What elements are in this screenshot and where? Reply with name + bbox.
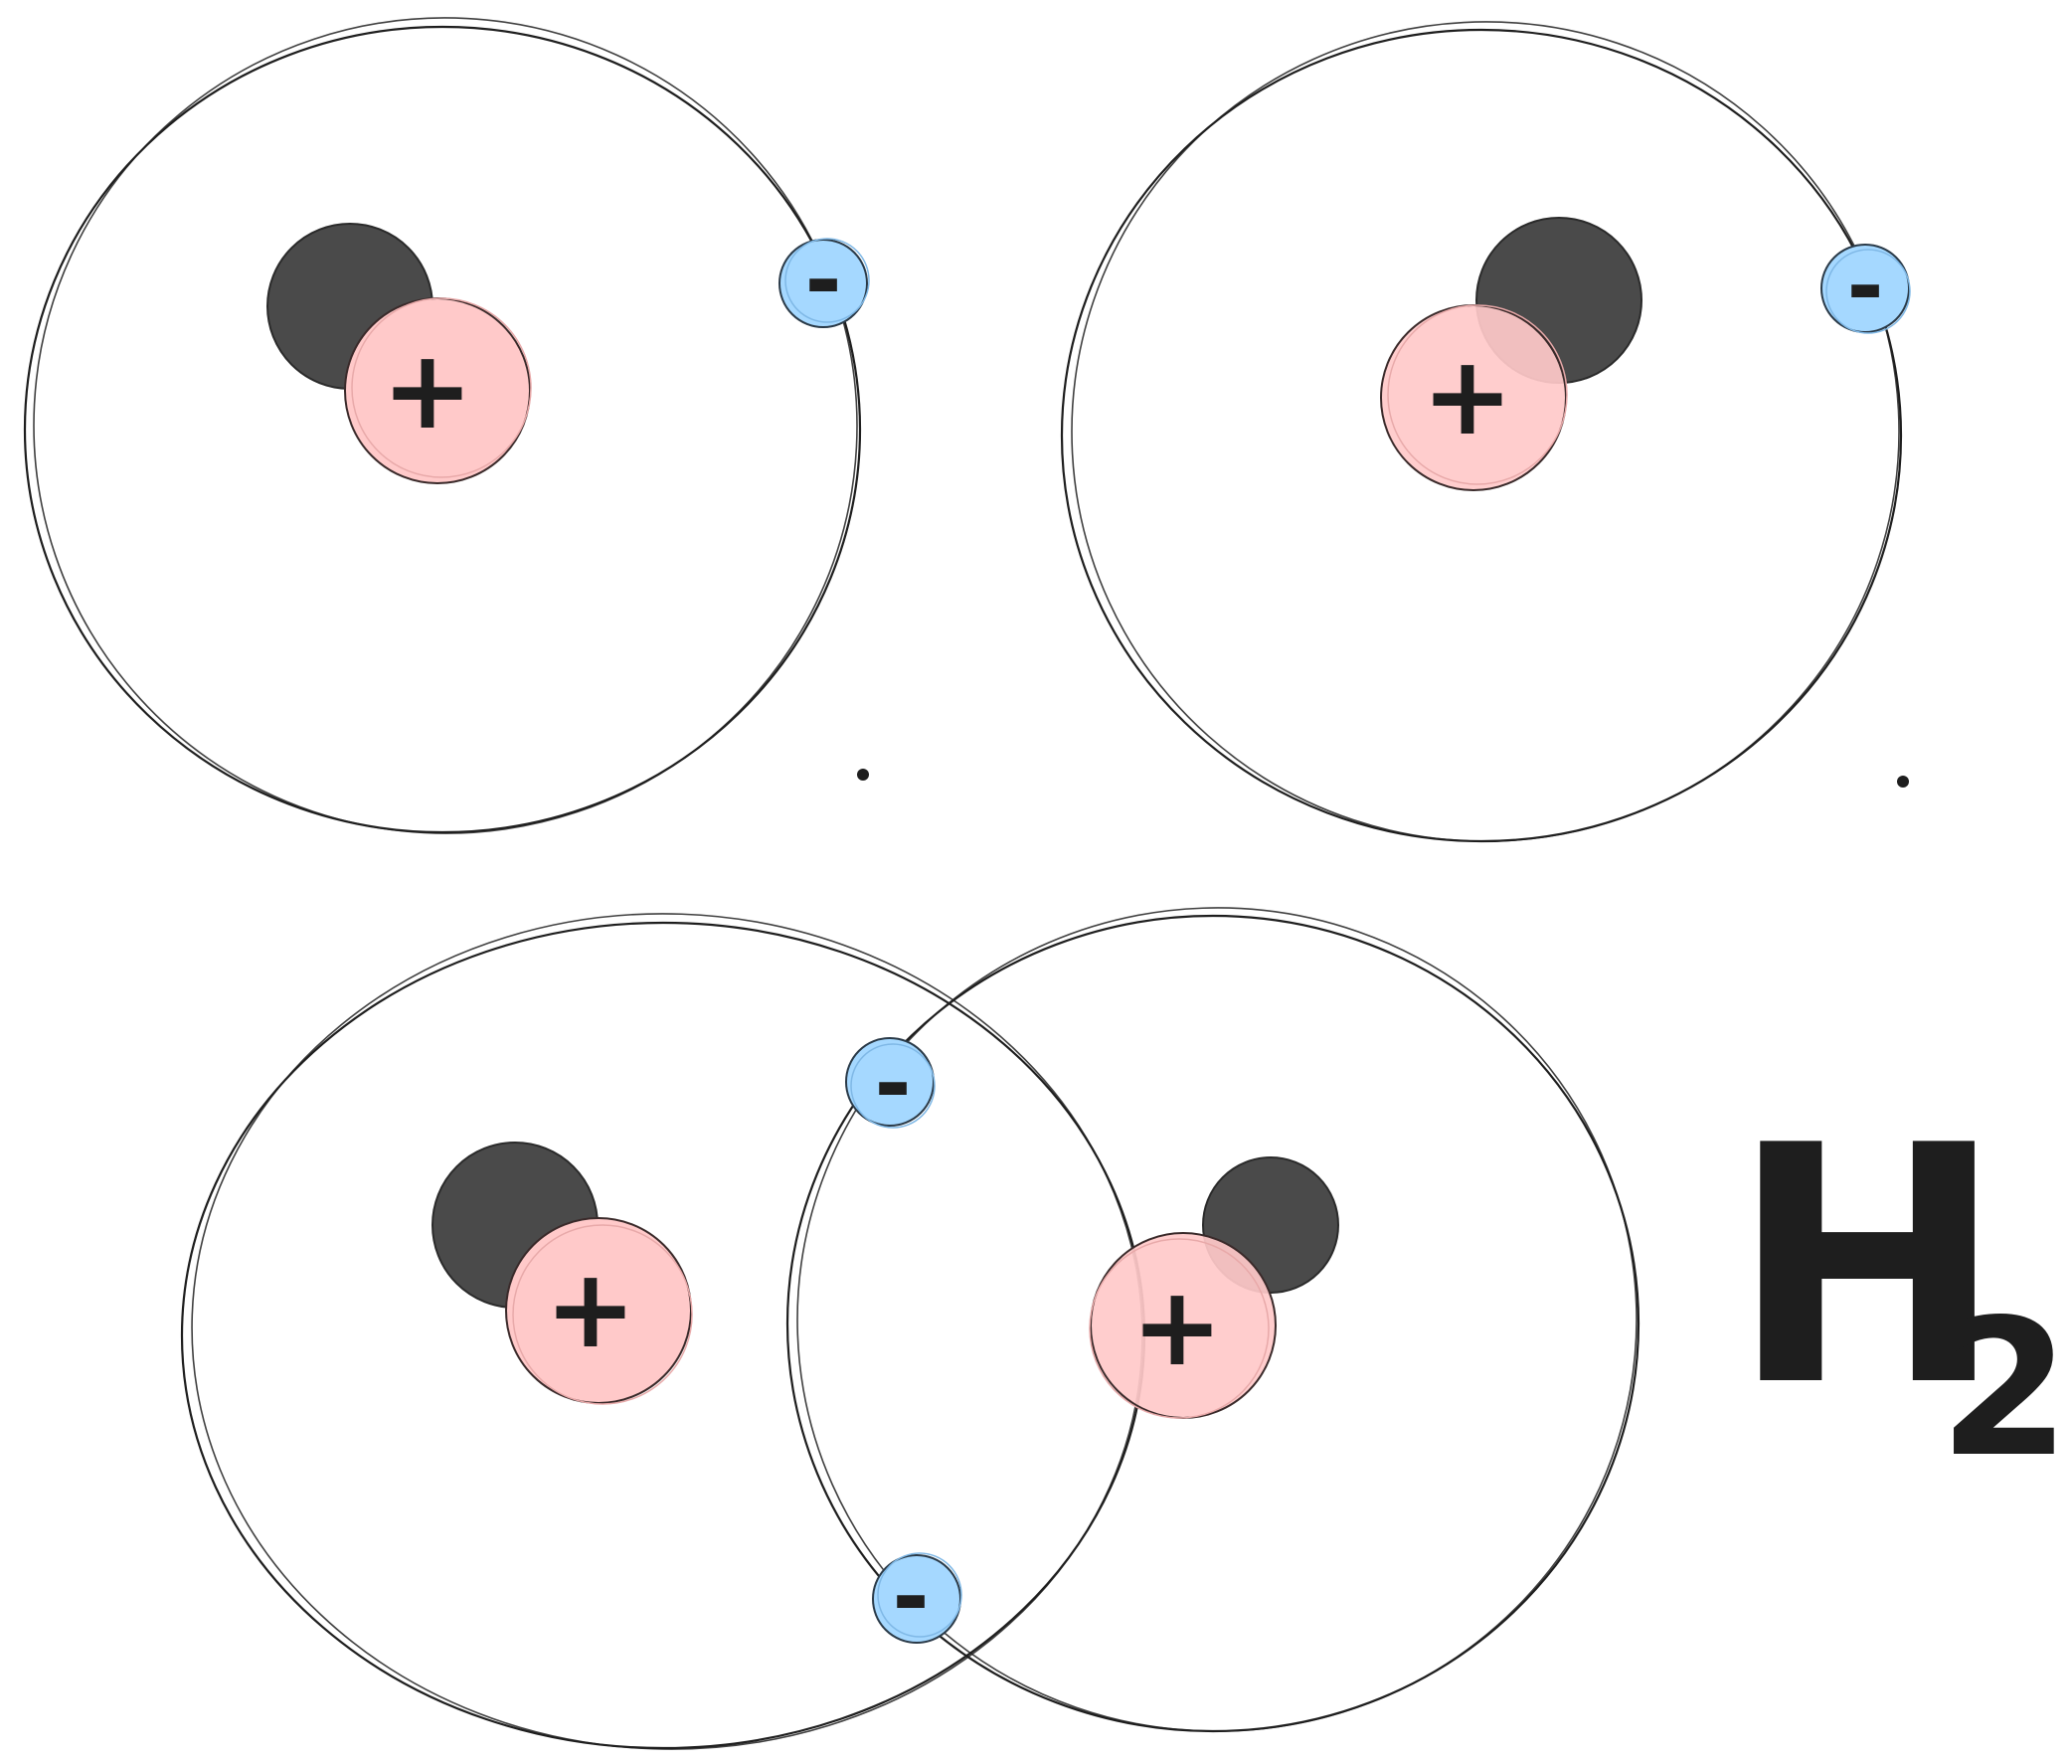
- shared-electron-top-sketch-line: [850, 1043, 936, 1129]
- electron-shell-sketch-line: [33, 17, 858, 834]
- formula-element: H: [1730, 1076, 2004, 1458]
- proton-left-charge-symbol: +: [545, 1245, 636, 1372]
- shared-electron-top-charge-symbol: -: [874, 1032, 911, 1137]
- hydrogen-atom-2: + -: [1060, 21, 1911, 843]
- proton-charge-symbol: +: [382, 326, 473, 453]
- formula-label: H 2: [1730, 1076, 2070, 1499]
- electron-shell-sketch-line: [1071, 21, 1900, 842]
- electron-shell: [23, 25, 862, 834]
- proton-sketch-line: [351, 297, 532, 478]
- electron: [778, 239, 868, 328]
- electron-sketch-line: [784, 238, 870, 323]
- electron-charge-symbol: -: [1846, 235, 1883, 339]
- proton-right-sketch-line: [1089, 1238, 1270, 1419]
- proton-sketch-line: [1387, 304, 1568, 485]
- shared-electron-bottom-sketch-line: [877, 1552, 962, 1638]
- electron-sketch-line: [1825, 249, 1911, 334]
- proton-charge-symbol: +: [1422, 332, 1513, 459]
- proton-left-sketch-line: [512, 1224, 693, 1405]
- electron: [1820, 244, 1910, 333]
- proton-left: [505, 1217, 692, 1404]
- proton-right-charge-symbol: +: [1131, 1263, 1223, 1390]
- hydrogen-atom-1: + -: [23, 17, 870, 834]
- electron-shell-right-sketch-line: [796, 907, 1638, 1732]
- shared-electron-top: [845, 1037, 935, 1127]
- shared-electron-bottom-charge-symbol: -: [892, 1545, 929, 1650]
- dot-marker: [1897, 776, 1909, 788]
- hydrogen-molecule: + + - -: [180, 907, 1640, 1750]
- formula-subscript: 2: [1939, 1279, 2070, 1499]
- shared-electron-bottom: [872, 1554, 961, 1644]
- dot-marker: [857, 769, 869, 781]
- electron-charge-symbol: -: [804, 229, 841, 333]
